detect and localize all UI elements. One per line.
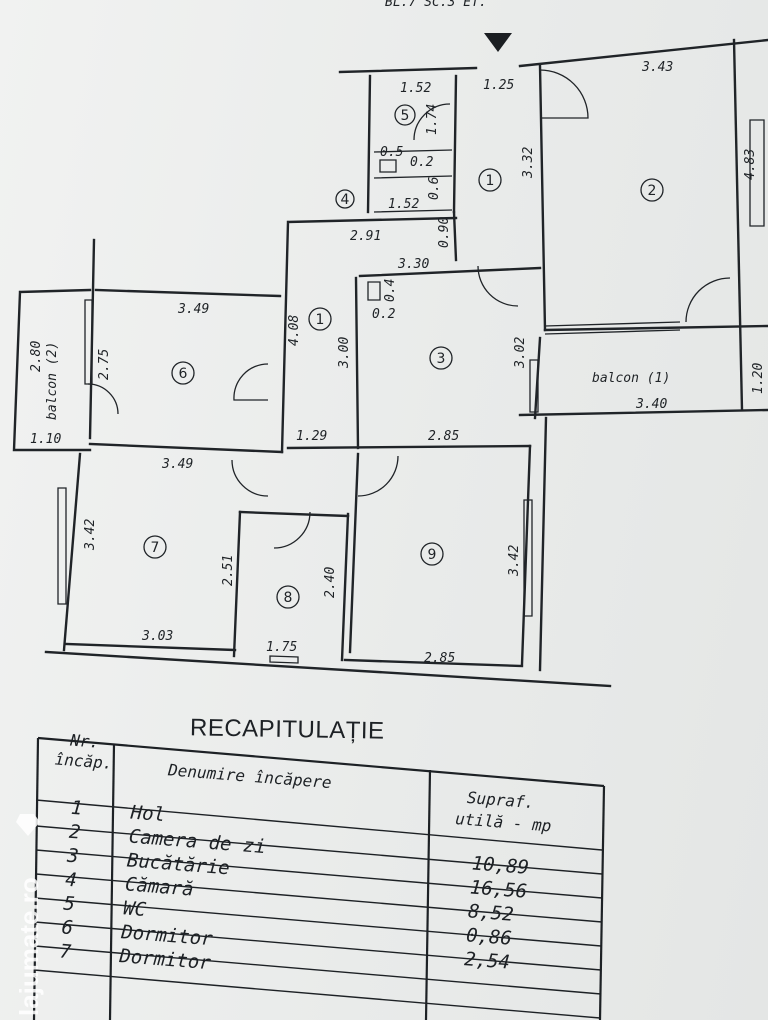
balcony-2-label: balcon (2) (45, 342, 60, 420)
room-number: 5 (401, 108, 410, 124)
dimension: 1.25 (483, 78, 514, 93)
row-area: 0,86 (465, 924, 512, 950)
doors (87, 69, 731, 549)
watermark-text: lajumate.ro (14, 877, 44, 1016)
row-area: 8,52 (467, 900, 514, 926)
dimension: 3.42 (83, 519, 98, 551)
walls (12, 38, 768, 688)
dimension: 1.20 (751, 363, 766, 394)
row-name: WC (122, 897, 147, 921)
watermark-logo: lajumate.ro (14, 814, 44, 1016)
dimension: 0.90 (437, 217, 452, 248)
dimension: 1.52 (388, 197, 419, 212)
dimension: 1.10 (30, 432, 61, 447)
dimension: 0.4 (383, 279, 398, 302)
row-area: 10,89 (471, 852, 530, 878)
dimension: 2.85 (428, 429, 459, 444)
dimension: 1.74 (425, 104, 440, 135)
row-nr: 7 (59, 940, 73, 963)
row-name: Dormitor (118, 945, 213, 974)
room-number: 1 (316, 312, 325, 328)
dimension-labels: 1.25 3.43 1.52 1.74 0.5 0.2 0.6 1.52 3.3… (29, 60, 766, 666)
room-number: 2 (648, 183, 657, 199)
entrance-arrow-icon (484, 33, 512, 52)
dimension: 1.29 (296, 429, 327, 444)
row-name: Cămară (124, 873, 194, 900)
row-nr: 3 (65, 845, 79, 868)
row-nr: 2 (68, 821, 81, 844)
dimension: 1.52 (400, 81, 431, 96)
dimension: 4.83 (743, 149, 758, 180)
header-nr-line2: încăp. (54, 749, 113, 772)
dimension: 3.32 (521, 147, 536, 179)
room-number: 3 (437, 351, 446, 367)
dimension: 0.6 (427, 176, 442, 200)
dimension: 1.75 (266, 640, 297, 655)
room-number: 9 (428, 547, 437, 563)
room-number: 8 (284, 590, 293, 606)
dimension: 0.5 (380, 145, 404, 160)
dimension: 3.49 (177, 302, 209, 317)
dimension: 3.42 (507, 545, 522, 577)
row-nr: 1 (70, 797, 83, 820)
room-number: 7 (151, 540, 160, 556)
dimension: 2.85 (424, 651, 455, 666)
row-area: 16,56 (469, 876, 528, 902)
dimension: 2.80 (29, 341, 44, 372)
dimension: 2.75 (97, 349, 112, 380)
header-nr: Nr. (69, 730, 100, 751)
room-markers: 1 2 3 4 5 6 7 8 9 1 (143, 104, 664, 609)
dimension: 3.43 (641, 60, 673, 75)
header-fragment: BL.7 SC.3 ET. (385, 0, 487, 10)
dimension: 3.02 (513, 337, 528, 369)
header-room-name: Denumire încăpere (166, 760, 332, 792)
row-nr: 6 (61, 916, 74, 939)
dimension: 4.08 (287, 315, 302, 346)
room-number: 1 (486, 173, 495, 189)
dimension: 3.03 (141, 629, 173, 644)
room-number: 6 (179, 366, 188, 382)
row-nr: 4 (64, 869, 77, 892)
dimension: 0.2 (372, 307, 396, 322)
dimension: 2.51 (221, 555, 236, 586)
row-nr: 5 (63, 893, 76, 916)
dimension: 0.2 (410, 155, 434, 170)
room-number: 4 (341, 192, 350, 208)
heart-logo-icon (16, 814, 40, 836)
header-area-line2: utilă - mp (455, 809, 553, 835)
inner-lines (57, 119, 765, 664)
dimension: 3.30 (397, 257, 429, 272)
floor-plan: BL.7 SC.3 ET. (12, 0, 768, 688)
dimension: 2.40 (323, 567, 338, 598)
dimension: 2.91 (350, 229, 381, 244)
balcony-1-label: balcon (1) (592, 371, 670, 386)
dimension: 3.00 (337, 337, 352, 369)
dimension: 3.49 (161, 457, 193, 472)
dimension: 3.40 (635, 397, 667, 412)
row-name: Hol (129, 801, 166, 826)
header-area: Supraf. (466, 788, 535, 812)
row-area: 2,54 (463, 948, 510, 974)
